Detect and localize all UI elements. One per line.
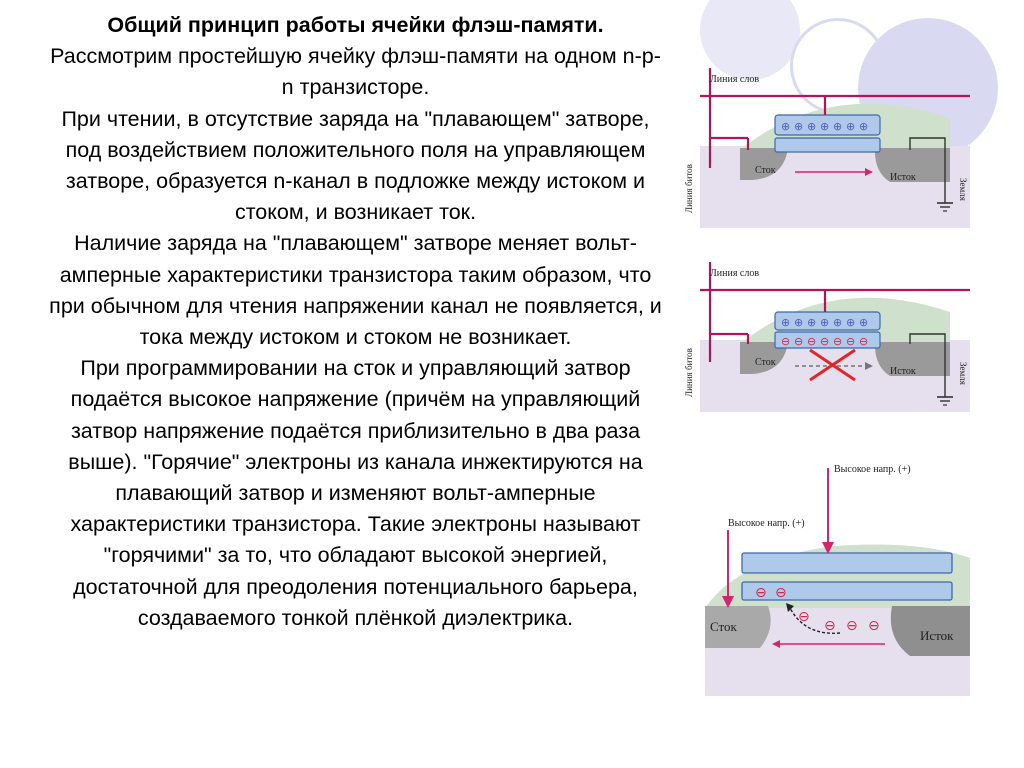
svg-text:⊖: ⊖: [846, 335, 855, 348]
control-gate: [741, 552, 953, 574]
ground-wire: [909, 333, 946, 397]
source-label: Исток: [920, 628, 954, 643]
paragraph: При чтении, в отсутствие заряда на "плав…: [61, 106, 650, 225]
source-electrode: [890, 606, 970, 656]
slide-text: Общий принцип работы ячейки флэш-памяти.…: [48, 10, 663, 634]
svg-text:⊖: ⊖: [846, 618, 858, 634]
control-gate: [774, 114, 881, 136]
svg-text:⊖: ⊖: [820, 335, 829, 348]
svg-text:⊕: ⊕: [781, 316, 790, 329]
source-electrode: [874, 148, 950, 182]
injection-arrow: [789, 607, 841, 634]
svg-text:⊖: ⊖: [775, 585, 787, 601]
slide-title: Общий принцип работы ячейки флэш-памяти.: [107, 13, 604, 37]
word-line-label: Линия слов: [710, 268, 759, 279]
svg-text:⊕: ⊕: [846, 316, 855, 329]
drain-label: Сток: [755, 357, 776, 368]
control-gate: [774, 311, 881, 331]
paragraph: При программировании на сток и управляющ…: [68, 356, 643, 630]
electron-icon: ⊖: [755, 585, 767, 601]
svg-text:⊖: ⊖: [833, 335, 842, 348]
svg-text:⊕: ⊕: [807, 120, 816, 133]
floating-gate: [774, 331, 881, 349]
svg-text:⊕: ⊕: [859, 316, 868, 329]
floating-gate: [774, 137, 881, 153]
gate-voltage-label: Высокое напр. (+): [834, 464, 911, 475]
ground-label: Земля: [958, 362, 968, 385]
svg-text:⊕: ⊕: [833, 316, 842, 329]
svg-text:⊕: ⊕: [833, 120, 842, 133]
svg-text:⊖: ⊖: [794, 335, 803, 348]
bit-line-label: Линия битов: [684, 348, 694, 397]
svg-text:⊖: ⊖: [868, 618, 880, 634]
word-line-label: Линия слов: [710, 74, 759, 85]
svg-text:⊕: ⊕: [820, 120, 829, 133]
ground-label: Земля: [958, 178, 968, 201]
source-electrode: [874, 342, 950, 376]
drain-label: Сток: [710, 619, 738, 634]
svg-text:⊕: ⊕: [846, 120, 855, 133]
diagram-read-no-charge: ⊕ ⊕ ⊕ ⊕ ⊕ ⊕ ⊕ Линия слов Сток Исток Линия бит…: [680, 68, 970, 228]
svg-text:⊕: ⊕: [807, 316, 816, 329]
svg-text:⊖: ⊖: [807, 335, 816, 348]
decorative-circle: [700, 0, 800, 80]
source-label: Исток: [890, 172, 916, 183]
drain-label: Сток: [755, 165, 776, 176]
svg-text:⊕: ⊕: [820, 316, 829, 329]
svg-text:⊖: ⊖: [824, 618, 836, 634]
floating-gate: [741, 581, 953, 601]
drain-electrode: [740, 342, 788, 374]
drain-electrode: [740, 148, 788, 180]
svg-text:⊖: ⊖: [859, 335, 868, 348]
svg-text:⊕: ⊕: [781, 120, 790, 133]
svg-text:⊖: ⊖: [798, 609, 810, 625]
paragraph: Рассмотрим простейшую ячейку флэш-памяти…: [50, 44, 661, 100]
ground-wire: [909, 137, 946, 203]
drain-electrode: [705, 606, 771, 648]
svg-text:⊕: ⊕: [794, 120, 803, 133]
source-label: Исток: [890, 366, 916, 377]
diagram-programming: ⊖ ⊖ ⊖ ⊖ ⊖ ⊖ Высокое напр. (+) Высоко: [680, 458, 970, 698]
svg-text:⊕: ⊕: [859, 120, 868, 133]
drain-voltage-label: Высокое напр. (+): [728, 518, 805, 529]
paragraph: Наличие заряда на "плавающем" затворе ме…: [49, 231, 662, 350]
svg-text:⊕: ⊕: [794, 316, 803, 329]
diagram-read-with-charge: ⊕ ⊕ ⊕ ⊕ ⊕ ⊕ ⊕ ⊖ ⊖ ⊖ ⊖ ⊖ ⊖ ⊖ Линия слов: [680, 262, 970, 412]
svg-text:⊖: ⊖: [781, 335, 790, 348]
bit-line-label: Линия битов: [684, 164, 694, 213]
